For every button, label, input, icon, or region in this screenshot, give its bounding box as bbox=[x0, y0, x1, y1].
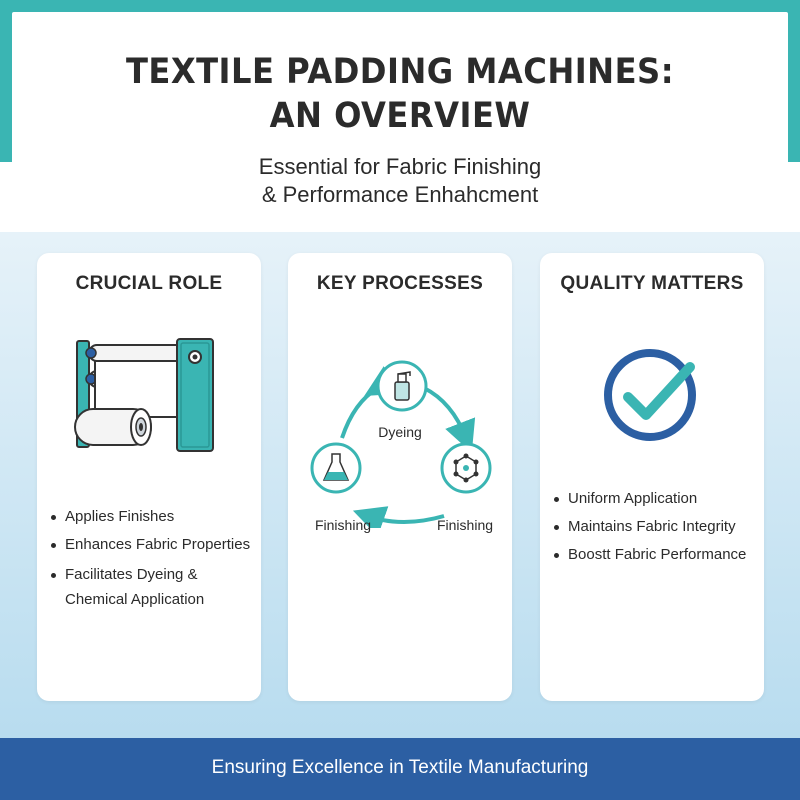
cycle-label-right: Finishing bbox=[436, 517, 494, 533]
footer-banner: Ensuring Excellence in Textile Manufactu… bbox=[0, 738, 800, 800]
bullet-list: Applies Finishes Enhances Fabric Propert… bbox=[51, 503, 250, 613]
card-crucial-role: CRUCIAL ROLE Applies Finishes Enhances F… bbox=[37, 253, 261, 701]
list-item: Boostt Fabric Performance bbox=[554, 541, 746, 569]
list-item-continuation: Chemical Application bbox=[65, 591, 205, 608]
title-line-1: TEXTILE PADDING MACHINES: bbox=[125, 52, 675, 92]
subtitle-line-1: Essential for Fabric Finishing bbox=[258, 154, 542, 179]
page-subtitle: Essential for Fabric Finishing & Perform… bbox=[0, 153, 800, 209]
title-line-2: AN OVERVIEW bbox=[269, 96, 531, 136]
card-title: QUALITY MATTERS bbox=[560, 273, 744, 294]
checkmark-icon bbox=[604, 349, 696, 441]
flask-icon bbox=[310, 442, 362, 494]
dye-spray-icon bbox=[376, 360, 428, 412]
card-title: KEY PROCESSES bbox=[316, 273, 484, 294]
list-item: Maintains Fabric Integrity bbox=[554, 513, 746, 541]
padding-machine-icon bbox=[74, 338, 214, 452]
molecule-icon bbox=[440, 442, 492, 494]
cycle-label-left: Finishing bbox=[314, 517, 372, 533]
list-item: Applies Finishes bbox=[51, 503, 250, 531]
cycle-label-top: Dyeing bbox=[378, 424, 422, 440]
page-title: TEXTILE PADDING MACHINES: AN OVERVIEW bbox=[32, 50, 768, 138]
card-key-processes: KEY PROCESSES bbox=[288, 253, 512, 701]
bullet-list: Uniform Application Maintains Fabric Int… bbox=[554, 485, 746, 569]
subtitle-line-2: & Performance Enhahcment bbox=[261, 182, 539, 207]
card-quality-matters: QUALITY MATTERS Uniform Application Main… bbox=[540, 253, 764, 701]
list-item: Enhances Fabric Properties bbox=[51, 531, 250, 559]
list-item: Uniform Application bbox=[554, 485, 746, 513]
header-panel bbox=[12, 12, 788, 232]
list-item: Facilitates Dyeing & bbox=[51, 563, 250, 587]
process-cycle-icon bbox=[310, 360, 492, 528]
footer-text: Ensuring Excellence in Textile Manufactu… bbox=[211, 757, 589, 778]
card-title: CRUCIAL ROLE bbox=[75, 273, 223, 294]
